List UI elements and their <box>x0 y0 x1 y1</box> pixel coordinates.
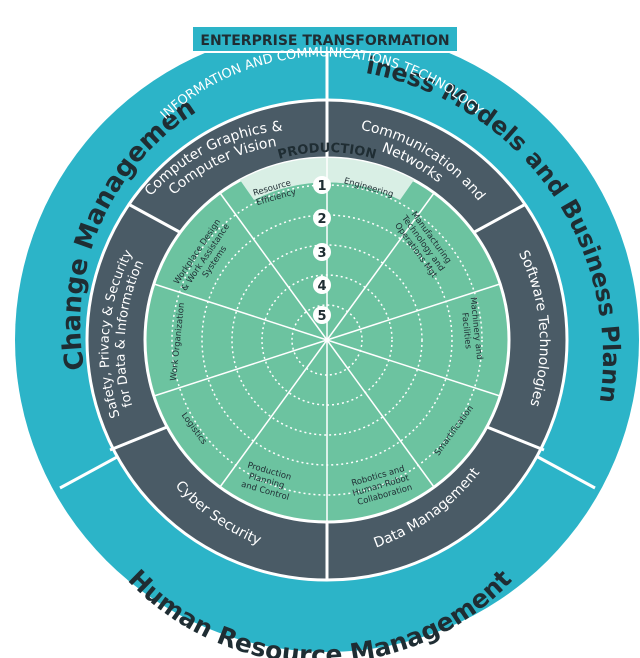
mid-divider-ll <box>109 423 173 452</box>
sector-production-planning: Production Planning and Control <box>240 460 296 502</box>
mid-divider-ur <box>468 203 525 237</box>
level-3: 3 <box>317 246 326 261</box>
production-title: PRODUCTION <box>276 141 378 163</box>
sector-machinery: Machinery and Facilities <box>458 297 485 364</box>
banner-title: ENTERPRISE TRANSFORMATION <box>200 33 449 49</box>
level-1: 1 <box>317 179 326 194</box>
level-5: 5 <box>317 309 326 324</box>
level-4: 4 <box>317 279 326 294</box>
mid-divider-ul <box>129 203 186 237</box>
level-2: 2 <box>317 212 326 227</box>
level-markers: 1 2 3 4 5 <box>313 176 331 324</box>
banner-box <box>191 25 459 53</box>
mid-divider-lr <box>481 423 545 452</box>
